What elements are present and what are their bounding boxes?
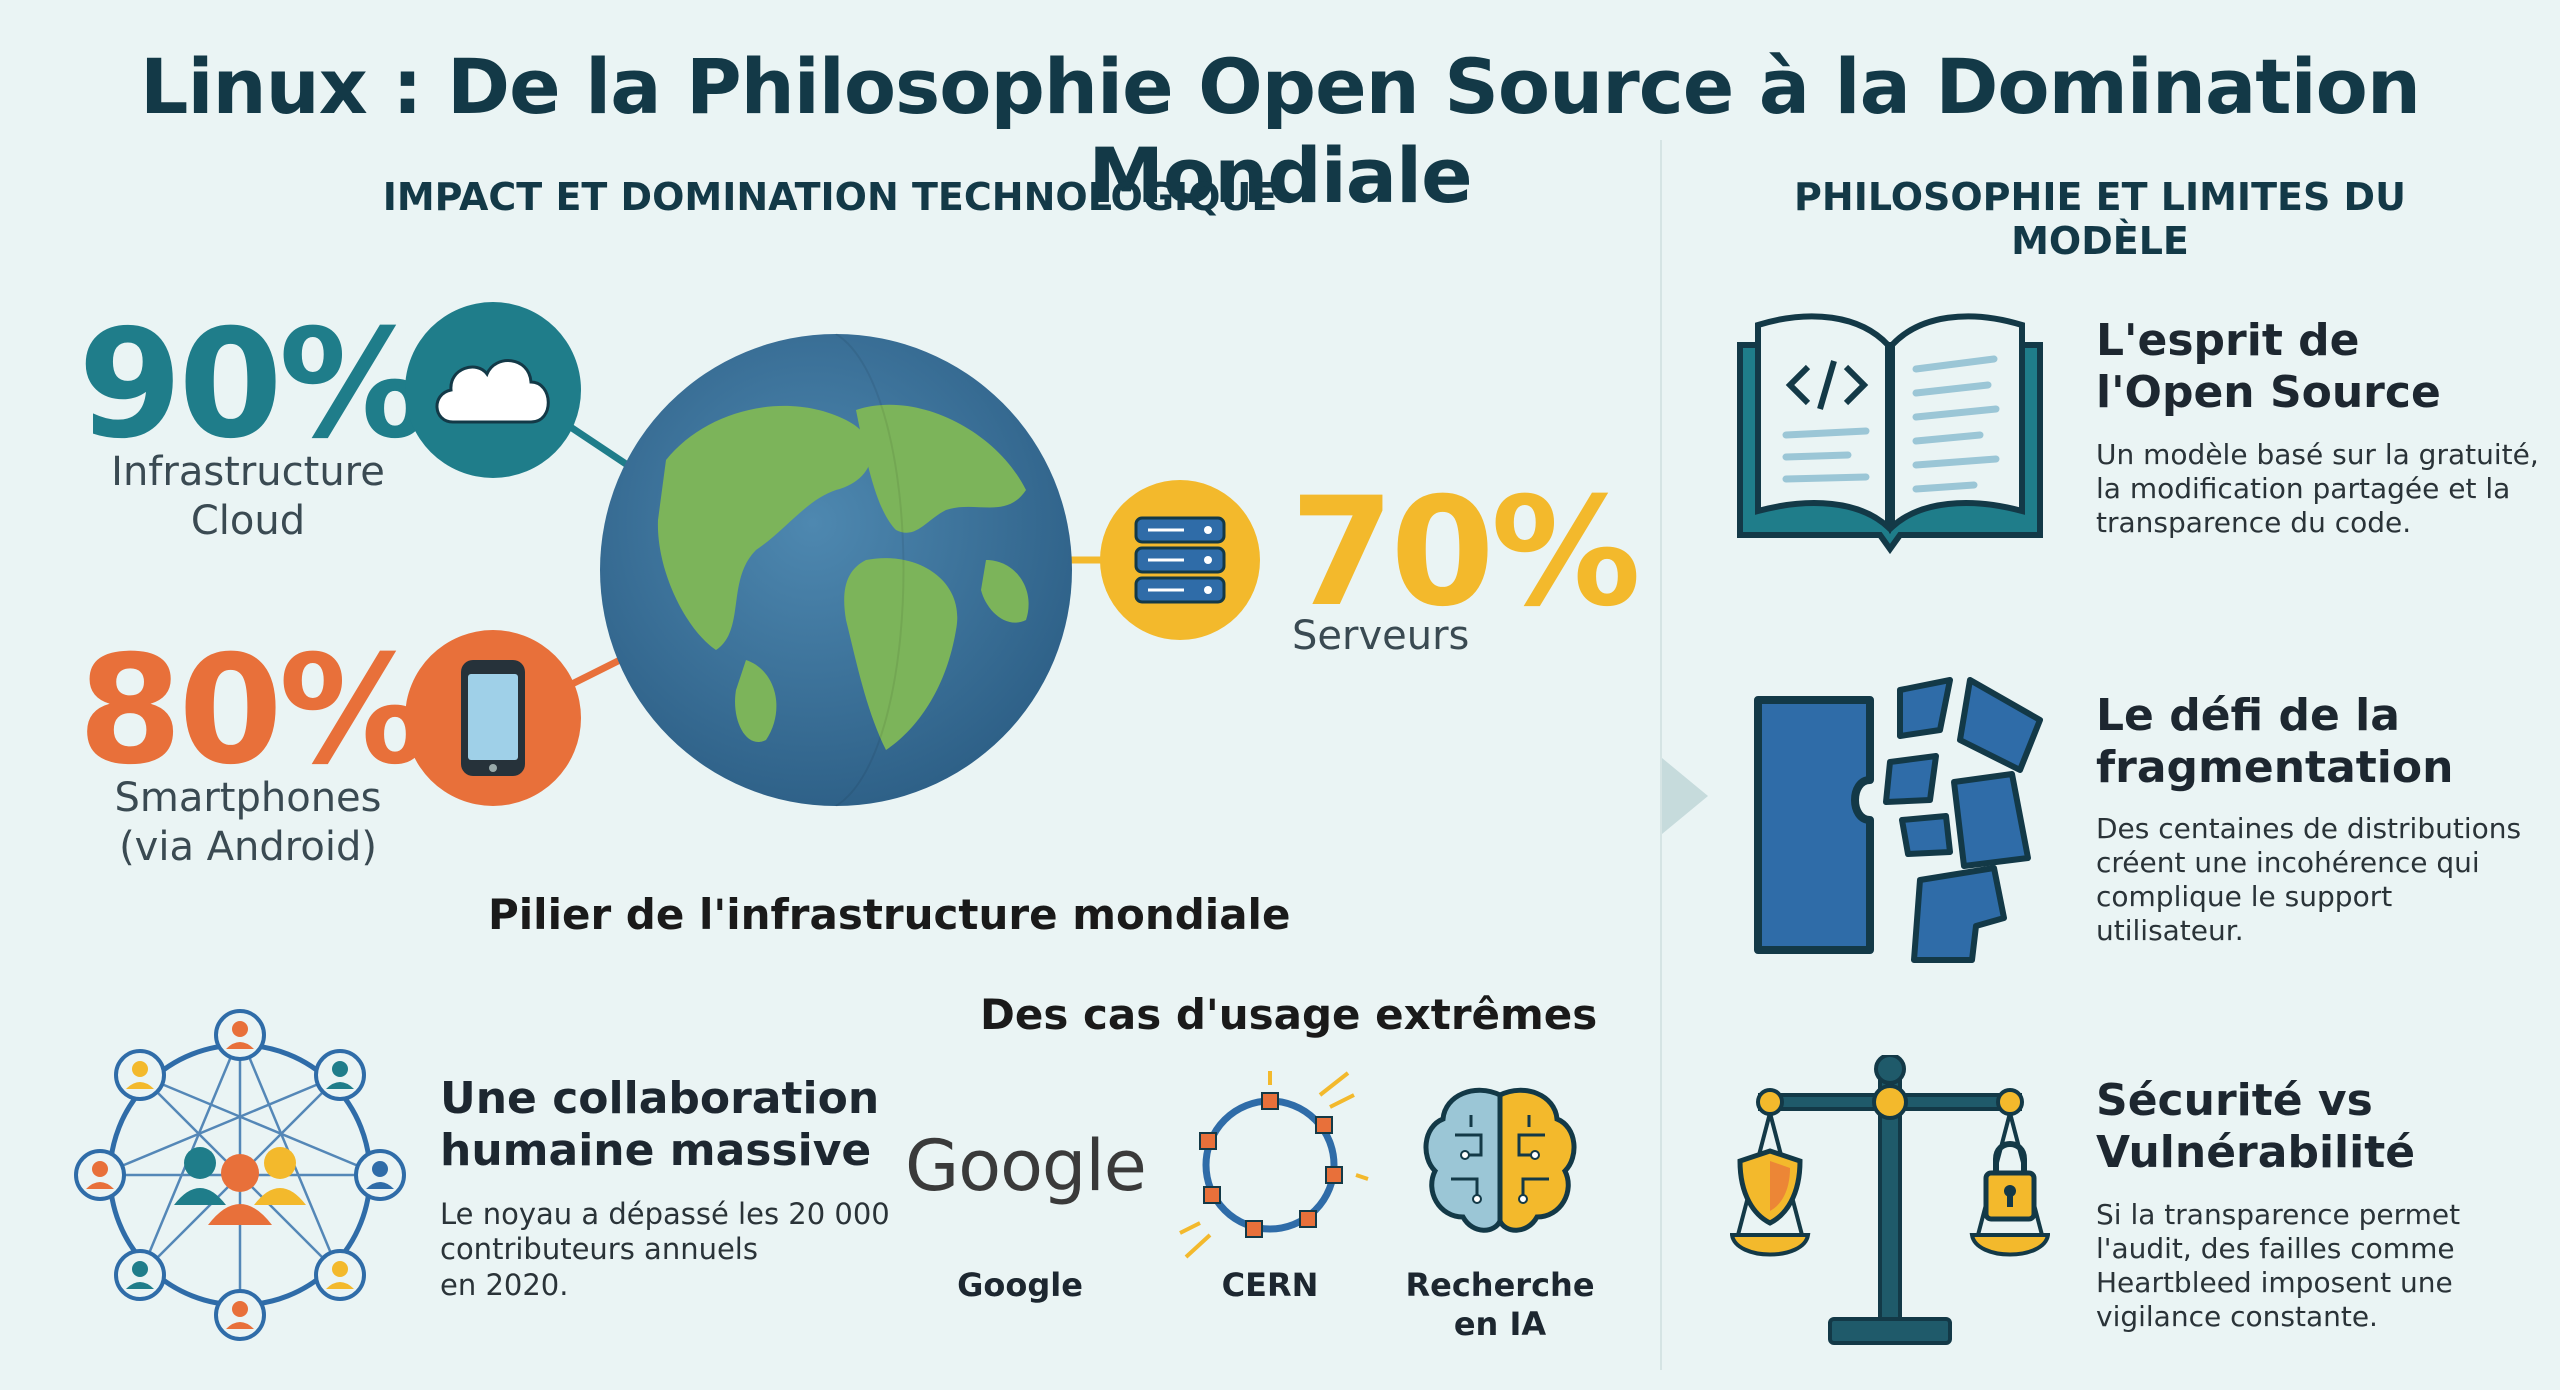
card-fragmentation-title: Le défi de la fragmentation (2096, 690, 2453, 794)
collaboration-desc-line2: contributeurs annuels (440, 1232, 758, 1267)
stat-servers-value: 70% (1290, 466, 1641, 640)
stat-cloud-label: Infrastructure Cloud (78, 448, 418, 546)
page-title: Linux : De la Philosophie Open Source à … (140, 42, 2421, 220)
use-case-google-label: Google (957, 1266, 1083, 1304)
card-fragmentation-desc: Des centaines de distributions créent un… (2096, 812, 2521, 949)
cloud-icon (405, 302, 581, 478)
pillar-caption: Pilier de l'infrastructure mondiale (488, 890, 1291, 939)
card-fragmentation-desc-line1: Des centaines de distributions (2096, 812, 2522, 845)
card-security-desc-line1: Si la transparence permet (2096, 1198, 2461, 1231)
broken-puzzle-icon (1750, 670, 2050, 970)
collaboration-title: Une collaboration humaine massive (440, 1073, 879, 1177)
stat-cloud-label-line2: Cloud (190, 497, 306, 544)
card-open-source-desc-line3: transparence du code. (2096, 506, 2412, 540)
card-fragmentation-desc-line4: utilisateur. (2096, 914, 2244, 948)
particle-ring-icon (1170, 1065, 1370, 1265)
smartphone-icon (405, 630, 581, 806)
stat-smartphones-label: Smartphones (via Android) (58, 774, 438, 872)
card-open-source-title-line2: l'Open Source (2096, 366, 2441, 418)
card-open-source-title: L'esprit de l'Open Source (2096, 315, 2441, 419)
collaboration-title-line1: Une collaboration (440, 1073, 880, 1124)
divider-arrow-icon (1662, 758, 1708, 834)
use-case-ai-label-line2: en IA (1453, 1305, 1547, 1344)
section-divider (1660, 140, 1662, 1370)
card-security-desc-line4: vigilance constante. (2096, 1300, 2378, 1334)
collaboration-desc-line1: Le noyau a dépassé les 20 000 (440, 1197, 890, 1231)
open-book-code-icon (1730, 305, 2050, 555)
collaboration-title-line2: humaine massive (440, 1124, 872, 1176)
collaboration-desc-line3: en 2020. (440, 1267, 569, 1302)
card-open-source-desc-line2: la modification partagée et la (2096, 472, 2511, 506)
stat-smartphones-label-line2: (via Android) (119, 823, 377, 870)
stat-smartphones-value: 80% (78, 624, 429, 798)
scales-shield-lock-icon (1730, 1055, 2050, 1355)
card-fragmentation-desc-line2: créent une incohérence qui (2096, 846, 2480, 880)
section-heading-impact: IMPACT ET DOMINATION TECHNOLOGIQUE (382, 175, 1278, 219)
stat-servers-label: Serveurs (1292, 613, 1470, 659)
card-fragmentation-title-line2: fragmentation (2096, 741, 2454, 793)
stat-smartphones-label-line1: Smartphones (114, 775, 382, 821)
use-case-ai-label: Recherche en IA (1400, 1266, 1600, 1344)
card-open-source-title-line1: L'esprit de (2096, 315, 2360, 366)
brain-icon (1415, 1075, 1585, 1245)
stat-cloud-label-line1: Infrastructure (111, 449, 385, 495)
card-fragmentation-desc-line3: complique le support (2096, 880, 2393, 914)
card-security-desc-line2: l'audit, des failles comme (2096, 1232, 2455, 1266)
card-fragmentation-title-line1: Le défi de la (2096, 690, 2400, 741)
card-security-title-line1: Sécurité vs (2096, 1075, 2373, 1126)
google-logo: Google (905, 1125, 1147, 1207)
card-open-source-desc-line1: Un modèle basé sur la gratuité, (2096, 438, 2539, 471)
card-security-title: Sécurité vs Vulnérabilité (2096, 1075, 2415, 1179)
server-icon (1100, 480, 1260, 640)
stat-cloud-value: 90% (78, 298, 429, 472)
card-security-desc: Si la transparence permet l'audit, des f… (2096, 1198, 2460, 1335)
section-heading-philosophy: PHILOSOPHIE ET LIMITES DU MODÈLE (1794, 175, 2406, 263)
people-network-icon (70, 1005, 410, 1345)
globe-icon (596, 330, 1076, 810)
card-open-source-desc: Un modèle basé sur la gratuité, la modif… (2096, 438, 2539, 540)
use-cases-heading: Des cas d'usage extrêmes (980, 990, 1598, 1039)
use-case-cern-label: CERN (1221, 1266, 1319, 1304)
collaboration-description: Le noyau a dépassé les 20 000 contribute… (440, 1197, 890, 1303)
card-security-desc-line3: Heartbleed imposent une (2096, 1266, 2453, 1300)
use-case-ai-label-line1: Recherche (1405, 1266, 1595, 1304)
card-security-title-line2: Vulnérabilité (2096, 1126, 2416, 1178)
